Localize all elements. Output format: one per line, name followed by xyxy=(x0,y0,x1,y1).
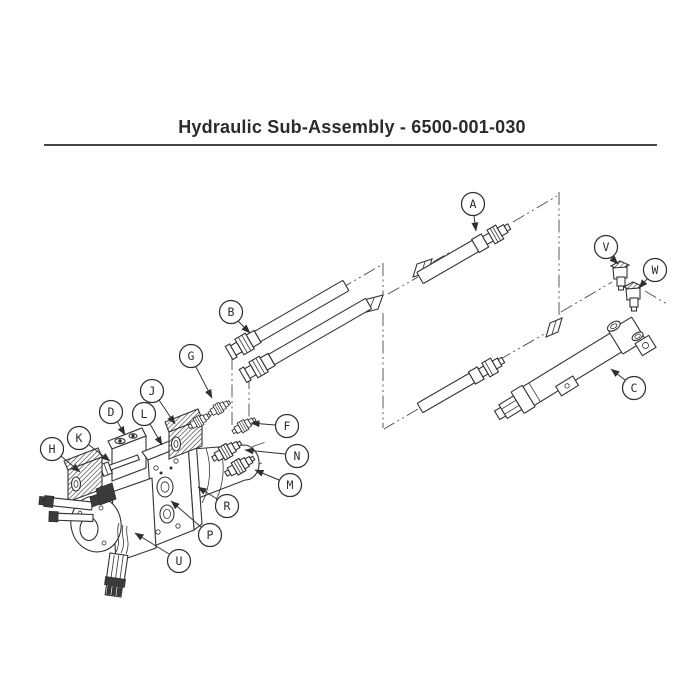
elbow-fitting-w xyxy=(623,281,643,312)
callout-j: J xyxy=(139,378,165,404)
callout-b: B xyxy=(218,299,244,325)
callout-v: V xyxy=(593,234,619,260)
callout-g-label: G xyxy=(188,349,195,363)
inlet-tube-2 xyxy=(48,511,94,523)
callout-l-label: L xyxy=(141,407,148,421)
callout-p: P xyxy=(197,522,223,548)
callout-d-label: D xyxy=(108,405,115,419)
callout-j-label: J xyxy=(149,384,156,398)
solenoid-coil-h xyxy=(63,447,103,503)
callouts: A B C D F G H J xyxy=(39,191,668,574)
callout-g: G xyxy=(178,343,204,369)
upper-block xyxy=(107,427,147,482)
callout-v-label: V xyxy=(603,240,610,254)
wire-harness xyxy=(115,522,129,555)
fitting-f xyxy=(229,413,259,438)
callout-w: W xyxy=(642,257,668,283)
terminal-block xyxy=(89,482,117,508)
callout-d: D xyxy=(98,399,124,425)
hose-cylinder xyxy=(417,356,506,413)
callout-k: K xyxy=(66,425,92,451)
callout-b-label: B xyxy=(228,305,235,319)
callout-p-label: P xyxy=(207,528,214,542)
callout-r: R xyxy=(214,493,240,519)
callout-m-label: M xyxy=(287,478,294,492)
callout-a-label: A xyxy=(470,197,477,211)
callout-f-label: F xyxy=(284,419,291,433)
callout-k-label: K xyxy=(76,431,83,445)
break-stubs xyxy=(358,258,563,338)
connector xyxy=(104,552,129,598)
callout-n-label: N xyxy=(294,449,301,463)
callout-u: U xyxy=(166,548,192,574)
inlet-tube-1 xyxy=(38,495,94,511)
callout-h-label: H xyxy=(49,442,56,456)
callout-leaders xyxy=(60,215,648,555)
fitting-g-2 xyxy=(205,397,233,419)
callout-c-label: C xyxy=(631,381,638,395)
hydraulic-cylinder xyxy=(493,316,657,421)
callout-l: L xyxy=(131,401,157,427)
power-unit xyxy=(38,397,260,598)
solenoid-coil-jl xyxy=(164,408,203,460)
callout-u-label: U xyxy=(176,554,183,568)
callout-a: A xyxy=(460,191,486,217)
callout-w-label: W xyxy=(652,263,659,277)
callout-n: N xyxy=(284,443,310,469)
hose-lower xyxy=(238,298,372,384)
callout-f: F xyxy=(274,413,300,439)
callout-m: M xyxy=(277,472,303,498)
callout-c: C xyxy=(621,375,647,401)
callout-r-label: R xyxy=(224,499,231,513)
hose-a xyxy=(416,223,512,284)
callout-h: H xyxy=(39,436,65,462)
page-title: Hydraulic Sub-Assembly - 6500-001-030 xyxy=(178,117,526,137)
